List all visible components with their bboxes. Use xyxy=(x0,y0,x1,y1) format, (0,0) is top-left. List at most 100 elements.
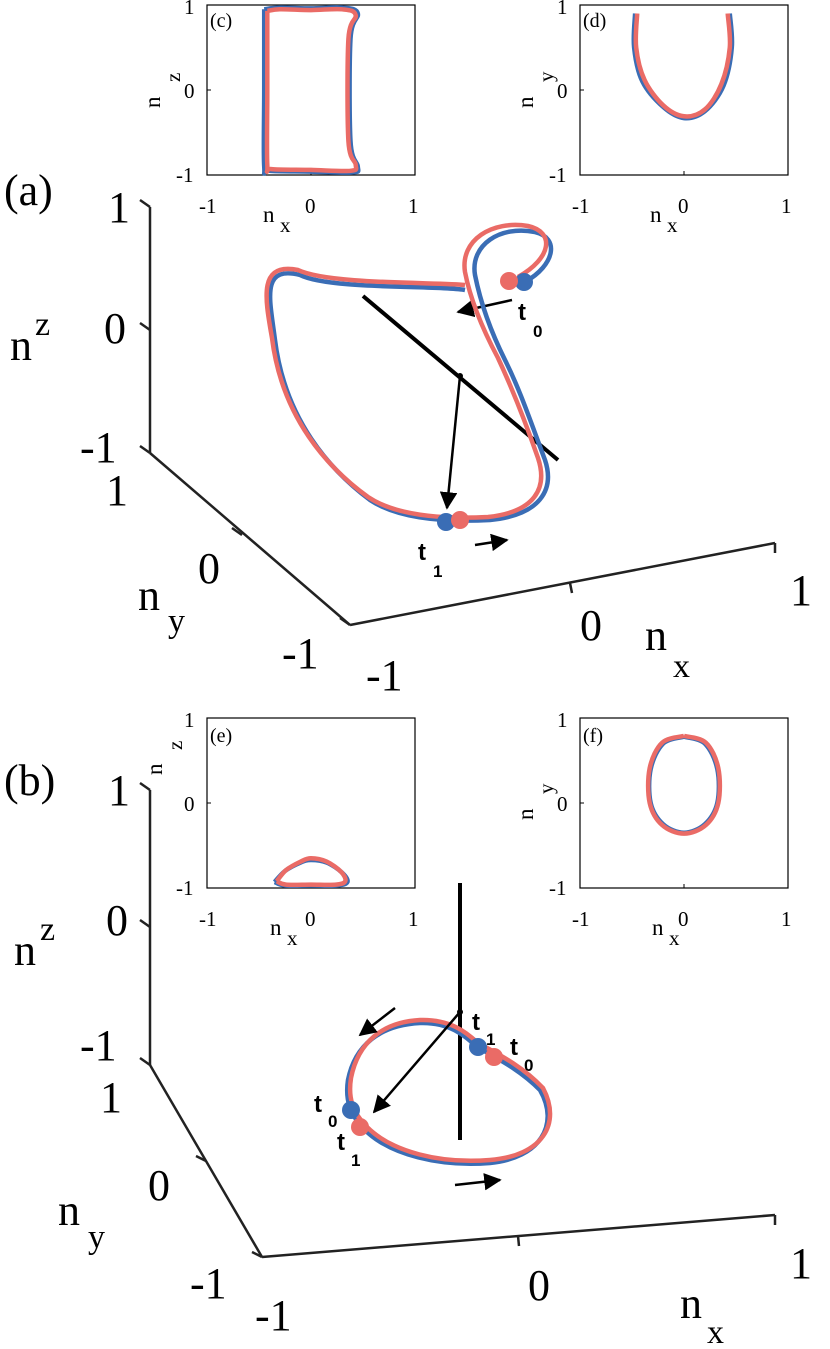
inset-d-plot xyxy=(579,4,789,176)
axis-ny-sub-b: y xyxy=(88,1219,105,1256)
label-t1-a: t xyxy=(418,539,426,566)
marker-t0-red-a xyxy=(500,272,518,290)
inset-e: (e) 1 0 -1 -1 0 1 n x n z xyxy=(142,708,419,950)
inset-d-xtick-zero: 0 xyxy=(678,194,689,218)
tick-y-pos-a: 1 xyxy=(106,466,128,515)
label-t0-sub-a: 0 xyxy=(533,322,542,341)
panel-b-3d: (b) 1 0 -1 1 0 -1 -1 0 1 n z n y n x xyxy=(4,756,812,1349)
marker-t1-red-b xyxy=(351,1118,369,1136)
series-line-red xyxy=(633,13,733,119)
axis-nz-sub-b: z xyxy=(40,911,55,948)
tick-y-zero-b: 0 xyxy=(148,1161,170,1210)
direction-arrow-upper-b xyxy=(358,1007,396,1037)
label-t0-upper-sub-b: 0 xyxy=(524,1056,533,1075)
inset-e-ytick-neg: -1 xyxy=(176,876,194,900)
inset-d-ylabel: n xyxy=(513,96,538,108)
inset-e-ytick-zero: 0 xyxy=(184,792,195,816)
inset-c-ytick-pos: 1 xyxy=(184,0,195,19)
inset-d-ytick-neg: -1 xyxy=(549,163,567,187)
inset-d-frame xyxy=(579,4,789,176)
inset-d-xtick-pos: 1 xyxy=(781,194,792,218)
tick-z-neg-a: -1 xyxy=(80,423,117,472)
tick-x-mid-a xyxy=(568,582,574,594)
tick-y-pos-b: 1 xyxy=(100,1073,122,1122)
marker-t1-red-a xyxy=(451,511,469,529)
trajectory-red-a xyxy=(264,222,549,520)
inset-e-frame xyxy=(206,717,416,889)
inset-f-xtick-neg: -1 xyxy=(572,907,590,931)
inset-f-xlabel: n xyxy=(652,915,664,940)
inset-c-ylabel: n xyxy=(140,96,165,108)
panel-b-tag: (b) xyxy=(4,756,55,805)
label-t1-upper-sub-b: 1 xyxy=(486,1030,495,1049)
inset-f-xlabel-sub: x xyxy=(669,926,680,950)
tick-z-bot-b xyxy=(139,1056,151,1067)
inset-f-ytick-neg: -1 xyxy=(549,876,567,900)
inset-d-ylabel-sub: y xyxy=(534,71,558,82)
tick-x-pos-a: 1 xyxy=(790,566,812,615)
inset-d: (d) 1 0 -1 -1 0 1 n x n y xyxy=(513,0,792,237)
tick-y-end-a xyxy=(339,616,351,627)
marker-t0-red-b xyxy=(485,1048,503,1066)
inset-c-plot xyxy=(206,4,416,176)
inset-e-xtick-zero: 0 xyxy=(305,907,316,931)
label-t0-upper-b: t xyxy=(510,1034,518,1061)
tick-z-zero-b: 0 xyxy=(106,896,128,945)
inset-e-plot xyxy=(206,717,416,889)
inset-c-frame xyxy=(206,4,416,176)
tick-y-neg-a: -1 xyxy=(282,629,319,678)
inset-c-ylabel-sub: z xyxy=(161,73,185,82)
inset-f-xtick-pos: 1 xyxy=(781,907,792,931)
tick-x-neg-b: -1 xyxy=(255,1291,292,1340)
inset-e-ytick-pos: 1 xyxy=(184,708,195,732)
trajectory-blue-a xyxy=(267,228,554,523)
axis-x-line-a xyxy=(349,541,776,627)
tick-z-zero-a: 0 xyxy=(104,304,126,353)
tick-x-pos-b: 1 xyxy=(790,1239,812,1288)
inset-f-ytick-pos: 1 xyxy=(557,708,568,732)
axis-y-line-a xyxy=(149,452,351,626)
inset-d-ytick-zero: 0 xyxy=(557,79,568,103)
tick-x-neg-a: -1 xyxy=(366,651,403,700)
axis-nx-sub-b: x xyxy=(707,1314,724,1349)
axis-nx-sub-a: x xyxy=(673,648,690,685)
inset-f-ylabel-sub: y xyxy=(534,783,558,794)
inset-c: (c) 1 0 -1 -1 0 1 n x n z xyxy=(140,0,419,237)
inset-c-ytick-neg: -1 xyxy=(176,163,194,187)
tick-y-mid-a xyxy=(231,526,243,537)
inset-d-xlabel-sub: x xyxy=(667,213,678,237)
axis-nz-label-b: n xyxy=(14,926,36,975)
panel-a-3d: (a) 1 0 -1 1 0 -1 -1 0 1 n z n y n x xyxy=(4,166,812,700)
axis-ny-sub-a: y xyxy=(168,603,185,640)
marker-t0-blue-a xyxy=(515,273,533,291)
arrow-to-t1-b xyxy=(372,1011,461,1114)
direction-arrow-a xyxy=(474,533,509,552)
series-line-red xyxy=(264,6,359,174)
inset-e-xtick-neg: -1 xyxy=(199,907,217,931)
label-t0-lower-b: t xyxy=(314,1091,322,1118)
tick-y-neg-b: -1 xyxy=(190,1259,227,1308)
tick-z-pos-b: 1 xyxy=(108,766,130,815)
inset-f-tag: (f) xyxy=(583,725,603,747)
marker-t0-blue-b xyxy=(342,1101,360,1119)
inset-c-xtick-pos: 1 xyxy=(408,194,419,218)
inset-d-xlabel: n xyxy=(650,202,662,227)
inset-f-ylabel: n xyxy=(513,808,538,820)
tick-y-zero-a: 0 xyxy=(198,544,220,593)
direction-arrow-lower-b xyxy=(454,1173,502,1191)
axis-nz-label-a: n xyxy=(10,321,32,370)
tick-z-pos-a: 1 xyxy=(108,183,130,232)
axis-ny-label-a: n xyxy=(138,571,160,620)
inset-f-plot xyxy=(579,717,789,889)
tick-z-mid-a xyxy=(139,321,151,332)
label-t1-upper-b: t xyxy=(472,1009,480,1036)
axis-nz-sub-a: z xyxy=(35,306,50,343)
inset-f-xtick-zero: 0 xyxy=(678,907,689,931)
inset-d-ytick-pos: 1 xyxy=(557,0,568,19)
tick-y-mid-b xyxy=(195,1154,207,1163)
label-t1-lower-b: t xyxy=(337,1129,345,1156)
series-line-red xyxy=(645,733,723,836)
arrow-to-t1-a xyxy=(439,375,462,510)
tick-z-bot-a xyxy=(139,444,151,455)
tick-z-top-a xyxy=(139,198,151,209)
